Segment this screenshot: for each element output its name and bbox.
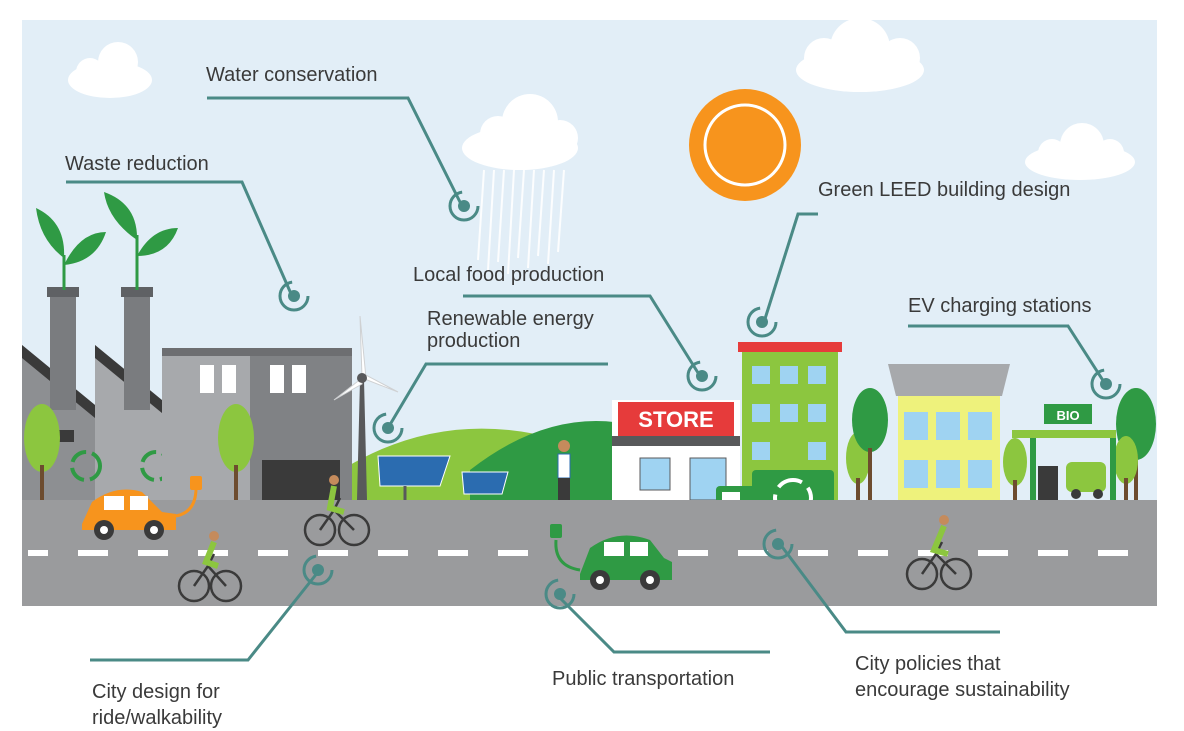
target-marker-icon: [746, 306, 778, 338]
label-renewable-energy: Renewable energy production: [427, 308, 594, 352]
rain-icon: [477, 169, 565, 275]
electric-car-green-icon: [550, 524, 672, 590]
office-building: [162, 348, 352, 500]
person-recycling: [557, 440, 602, 504]
label-city-policies-line2: encourage sustainability: [855, 679, 1070, 701]
label-water-conservation: Water conservation: [206, 64, 378, 86]
target-marker-icon: [544, 578, 576, 610]
tree-icon: [852, 388, 888, 500]
sprout-icon: [36, 192, 178, 290]
label-ev-charging: EV charging stations: [908, 295, 1092, 317]
electric-car-orange-icon: [82, 476, 202, 540]
store-building: [612, 400, 740, 501]
tree-icon: [1003, 438, 1027, 500]
label-city-policies-line1: City policies that: [855, 653, 1001, 675]
cyclist-icon: [303, 475, 371, 547]
label-city-design: City design for ride/walkability: [92, 679, 222, 731]
target-marker-icon: [1090, 368, 1122, 400]
cloud-icon: [68, 42, 152, 98]
cyclist-icon: [905, 515, 973, 591]
sun-icon: [689, 89, 801, 201]
label-renewable-line1: Renewable energy: [427, 308, 594, 330]
cloud-icon: [1025, 123, 1135, 180]
bio-station: [1012, 404, 1116, 500]
target-marker-icon: [278, 280, 310, 312]
label-waste-reduction: Waste reduction: [65, 153, 209, 175]
wind-turbine-icon: [333, 315, 399, 500]
target-marker-icon: [372, 412, 404, 444]
cyclist-icon: [177, 531, 243, 603]
yellow-building: [888, 364, 1010, 500]
label-city-design-line1: City design for: [92, 681, 220, 703]
road-lane-markings: [28, 550, 1128, 556]
label-local-food: Local food production: [413, 264, 605, 286]
tree-icon: [218, 404, 254, 500]
cloud-icon: [796, 18, 924, 92]
target-marker-icon: [448, 190, 480, 222]
label-public-transport: Public transportation: [552, 668, 735, 690]
solar-panel-icon: [377, 455, 509, 500]
tree-icon: [24, 404, 60, 500]
target-marker-icon: [686, 360, 718, 392]
leader-lines: [66, 96, 1106, 662]
bio-sign: BIO: [1056, 408, 1079, 423]
label-city-design-line2: ride/walkability: [92, 707, 223, 729]
label-renewable-line2: production: [427, 330, 521, 352]
target-marker-icon: [762, 528, 794, 560]
tree-icon: [1114, 436, 1138, 500]
label-green-leed: Green LEED building design: [818, 179, 1071, 201]
cloud-icon: [462, 94, 578, 170]
label-city-policies: City policies that encourage sustainabil…: [855, 651, 1070, 703]
store-sign: STORE: [638, 407, 713, 432]
target-marker-icon: [302, 554, 334, 586]
